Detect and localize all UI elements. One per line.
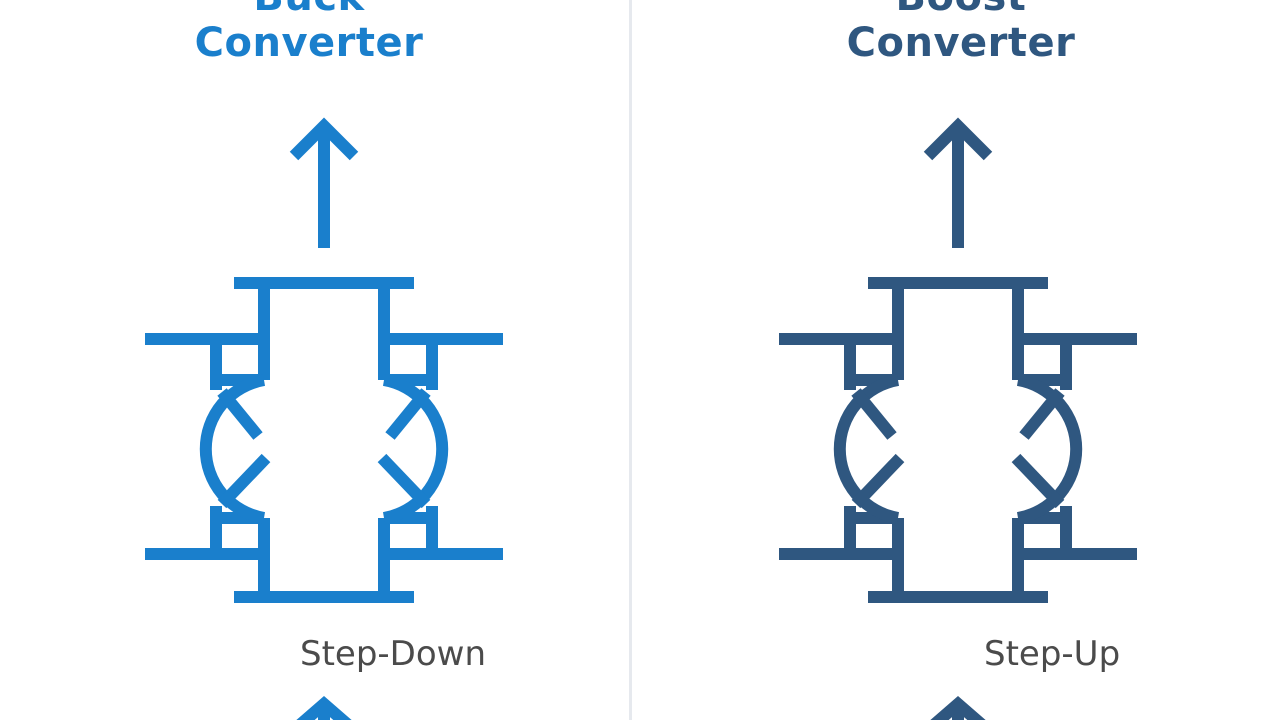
converter-symbol-icon xyxy=(779,277,1137,603)
boost-panel: Boost Converter xyxy=(634,0,1264,720)
boost-title: Boost Converter xyxy=(646,0,1264,66)
buck-panel: Buck Converter xyxy=(0,0,630,720)
arrow-down-icon xyxy=(930,696,986,720)
buck-title-line1: Buck xyxy=(0,0,624,20)
buck-subtitle: Step-Down xyxy=(300,634,487,674)
boost-title-line1: Boost xyxy=(646,0,1264,20)
converter-symbol-icon xyxy=(145,277,503,603)
buck-title-line2: Converter xyxy=(194,20,424,66)
arrow-up-icon xyxy=(289,117,359,248)
buck-title: Buck Converter xyxy=(0,0,624,66)
arrow-down-icon xyxy=(296,696,352,720)
arrow-up-icon xyxy=(923,117,993,248)
buck-diagram xyxy=(145,117,503,720)
boost-title-line2: Converter xyxy=(846,20,1076,66)
boost-subtitle: Step-Up xyxy=(984,634,1121,674)
boost-diagram xyxy=(779,117,1137,720)
panel-divider xyxy=(629,0,632,720)
